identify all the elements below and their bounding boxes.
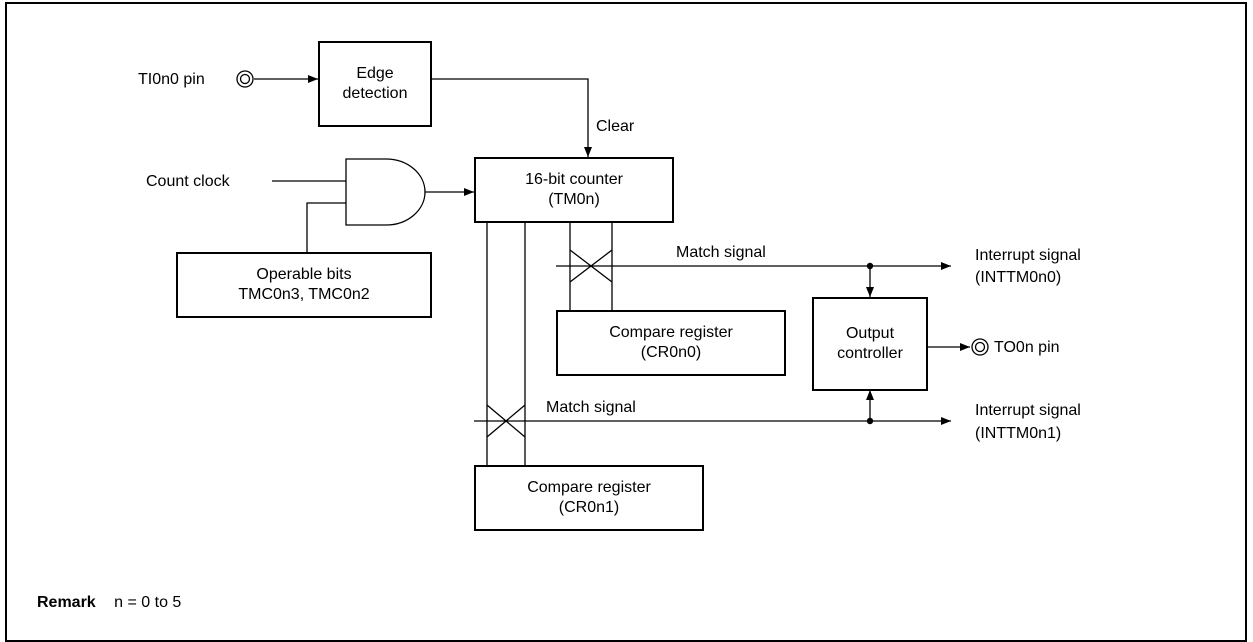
output-controller-line-1: Output (845, 325, 895, 342)
operable-bits-line-1: Operable bits (256, 266, 352, 283)
match-cross-1b (569, 249, 613, 283)
remark-key: Remark (37, 594, 96, 611)
counter-line-2: (TM0n) (548, 191, 600, 208)
interrupt-signal-1-line-2: (INTTM0n0) (975, 269, 1062, 286)
diagram-lines (236, 70, 989, 465)
output-pin-inner (974, 341, 986, 353)
cr0n0-line-2: (CR0n0) (640, 344, 702, 361)
interrupt-signal-1-line-1: Interrupt signal (975, 247, 1081, 264)
output-controller-block: Output controller (812, 297, 928, 391)
clear-line (432, 78, 592, 157)
interrupt-signal-2-line-2: (INTTM0n1) (975, 425, 1062, 442)
clear-label: Clear (596, 118, 635, 135)
interrupt-signal-2-line-1: Interrupt signal (975, 402, 1081, 419)
cr0n0-line-1: Compare register (609, 324, 733, 341)
input-pin-label: TI0n0 pin (138, 71, 205, 88)
output-pin-outer (971, 338, 989, 356)
output-controller-line-2: controller (837, 345, 903, 362)
operable-bits-line (306, 202, 346, 252)
match-signal-label-2: Match signal (546, 399, 636, 416)
compare-register-cr0n1-block: Compare register (CR0n1) (474, 465, 704, 531)
junction-dot-2 (866, 417, 874, 425)
counter-block: 16-bit counter (TM0n) (474, 157, 674, 223)
output-pin-label: TO0n pin (994, 339, 1060, 356)
input-pin-inner (239, 73, 251, 85)
operable-bits-line-2: TMC0n3, TMC0n2 (238, 286, 370, 303)
junction-dot-1 (866, 262, 874, 270)
edge-detection-line-2: detection (342, 85, 408, 102)
and-gate (345, 158, 426, 226)
match-signal-label-1: Match signal (676, 244, 766, 261)
compare-register-cr0n0-block: Compare register (CR0n0) (556, 310, 786, 376)
input-pin-outer (236, 70, 254, 88)
cr0n1-line-2: (CR0n1) (558, 499, 620, 516)
edge-detection-line-1: Edge (356, 65, 394, 82)
cr0n1-line-1: Compare register (527, 479, 651, 496)
match-cross-2b (486, 404, 526, 438)
operable-bits-block: Operable bits TMC0n3, TMC0n2 (176, 252, 432, 318)
remark: Remark n = 0 to 5 (37, 593, 181, 612)
count-clock-label: Count clock (146, 173, 230, 190)
counter-line-1: 16-bit counter (525, 171, 623, 188)
remark-text: n = 0 to 5 (114, 594, 182, 611)
edge-detection-block: Edge detection (318, 41, 432, 127)
